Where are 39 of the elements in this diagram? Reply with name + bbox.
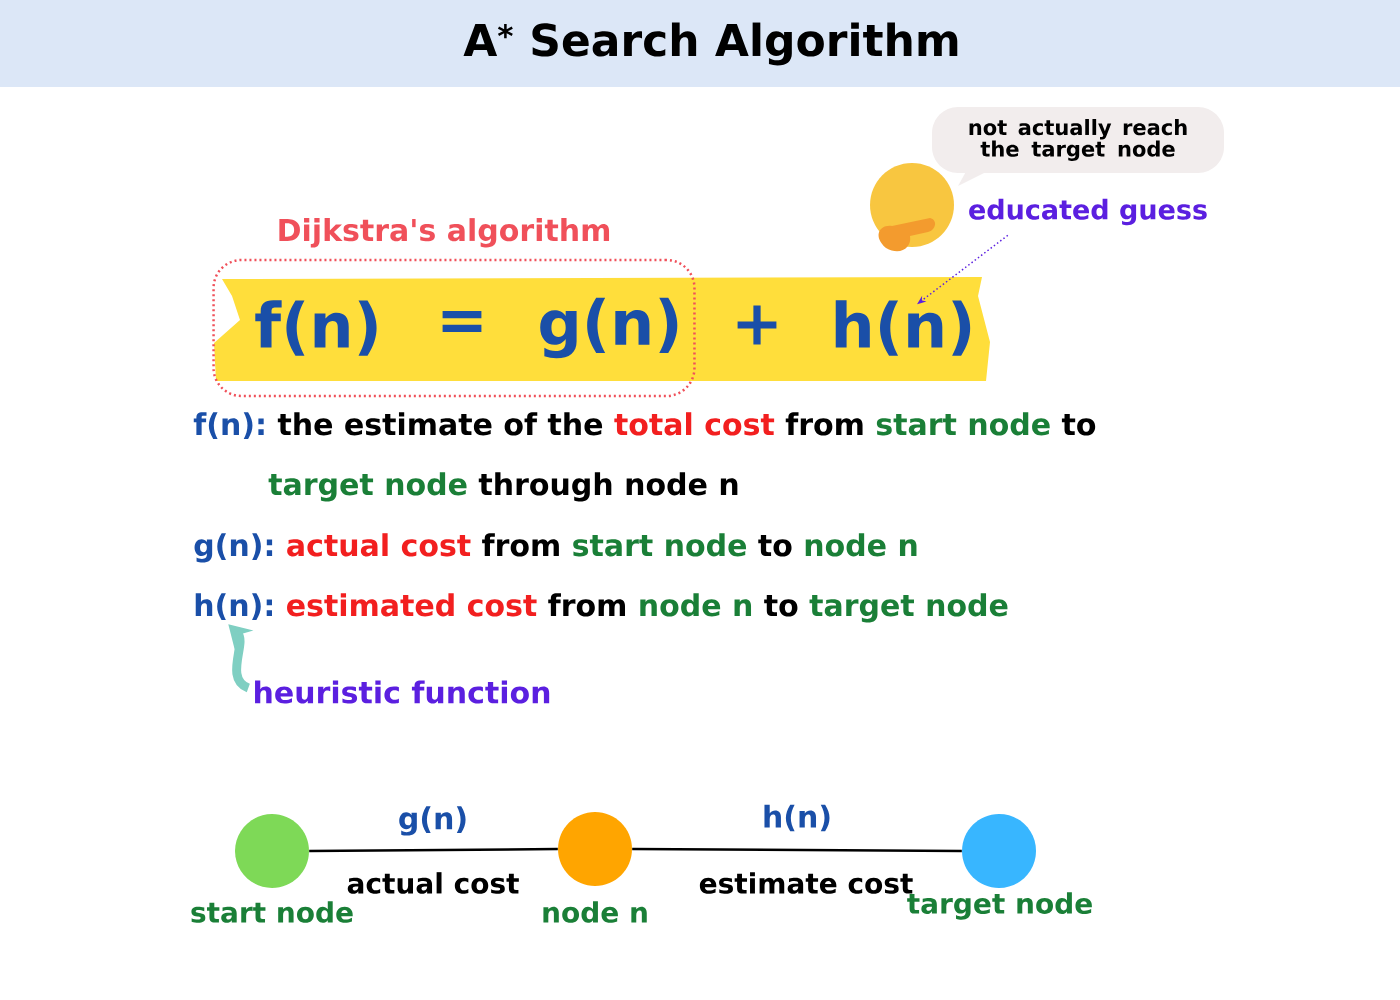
graph-node: node n	[543, 812, 647, 923]
definition-text: to	[758, 534, 792, 557]
definition-text: node n	[805, 533, 917, 557]
definition-text: from	[785, 412, 863, 436]
formula-term: +	[737, 305, 777, 345]
definition-text: total cost	[614, 412, 775, 436]
definition-text: start node	[876, 412, 1050, 436]
annotation-text: heuristic function	[255, 680, 550, 704]
definition-text: g(n):	[194, 533, 273, 563]
definition-text: through node n	[478, 472, 738, 502]
formula-term: f(n)	[255, 300, 377, 356]
definition-text: from	[482, 533, 559, 557]
definition-text: from	[548, 593, 625, 617]
definition-text: f(n):	[193, 412, 264, 439]
title: A$^{*}$ Search Algorithm	[463, 22, 958, 66]
speech-bubble: not actually reach the target node	[932, 107, 1224, 186]
definition-text: to	[1061, 413, 1096, 436]
definition-text: node n	[640, 593, 751, 617]
definition-text: target node	[268, 472, 467, 502]
formula-term: h(n)	[835, 300, 971, 356]
definition-text: target node	[809, 593, 1008, 623]
definition-text: estimated cost	[287, 593, 537, 617]
annotation-text: educated guess	[969, 198, 1207, 226]
definition-text: start node	[573, 533, 746, 557]
definition-text: to	[764, 594, 798, 617]
formula-term: =	[442, 311, 482, 332]
definition-text: actual cost	[287, 533, 471, 557]
definition-text: the estimate of the	[277, 412, 603, 436]
edge-caption: actual cost	[347, 872, 519, 894]
edge-label: h(n)	[759, 802, 835, 834]
node-label: node n	[543, 901, 647, 923]
connector	[309, 847, 558, 853]
edge-caption: estimate cost	[699, 872, 913, 894]
node-label: Dijkstra's algorithm	[279, 218, 610, 248]
connector	[632, 847, 962, 853]
formula-term: g(n)	[540, 297, 678, 359]
definition-term: h(n):	[195, 593, 272, 620]
edge-label: g(n)	[395, 804, 471, 838]
node-label: start node	[191, 901, 353, 923]
